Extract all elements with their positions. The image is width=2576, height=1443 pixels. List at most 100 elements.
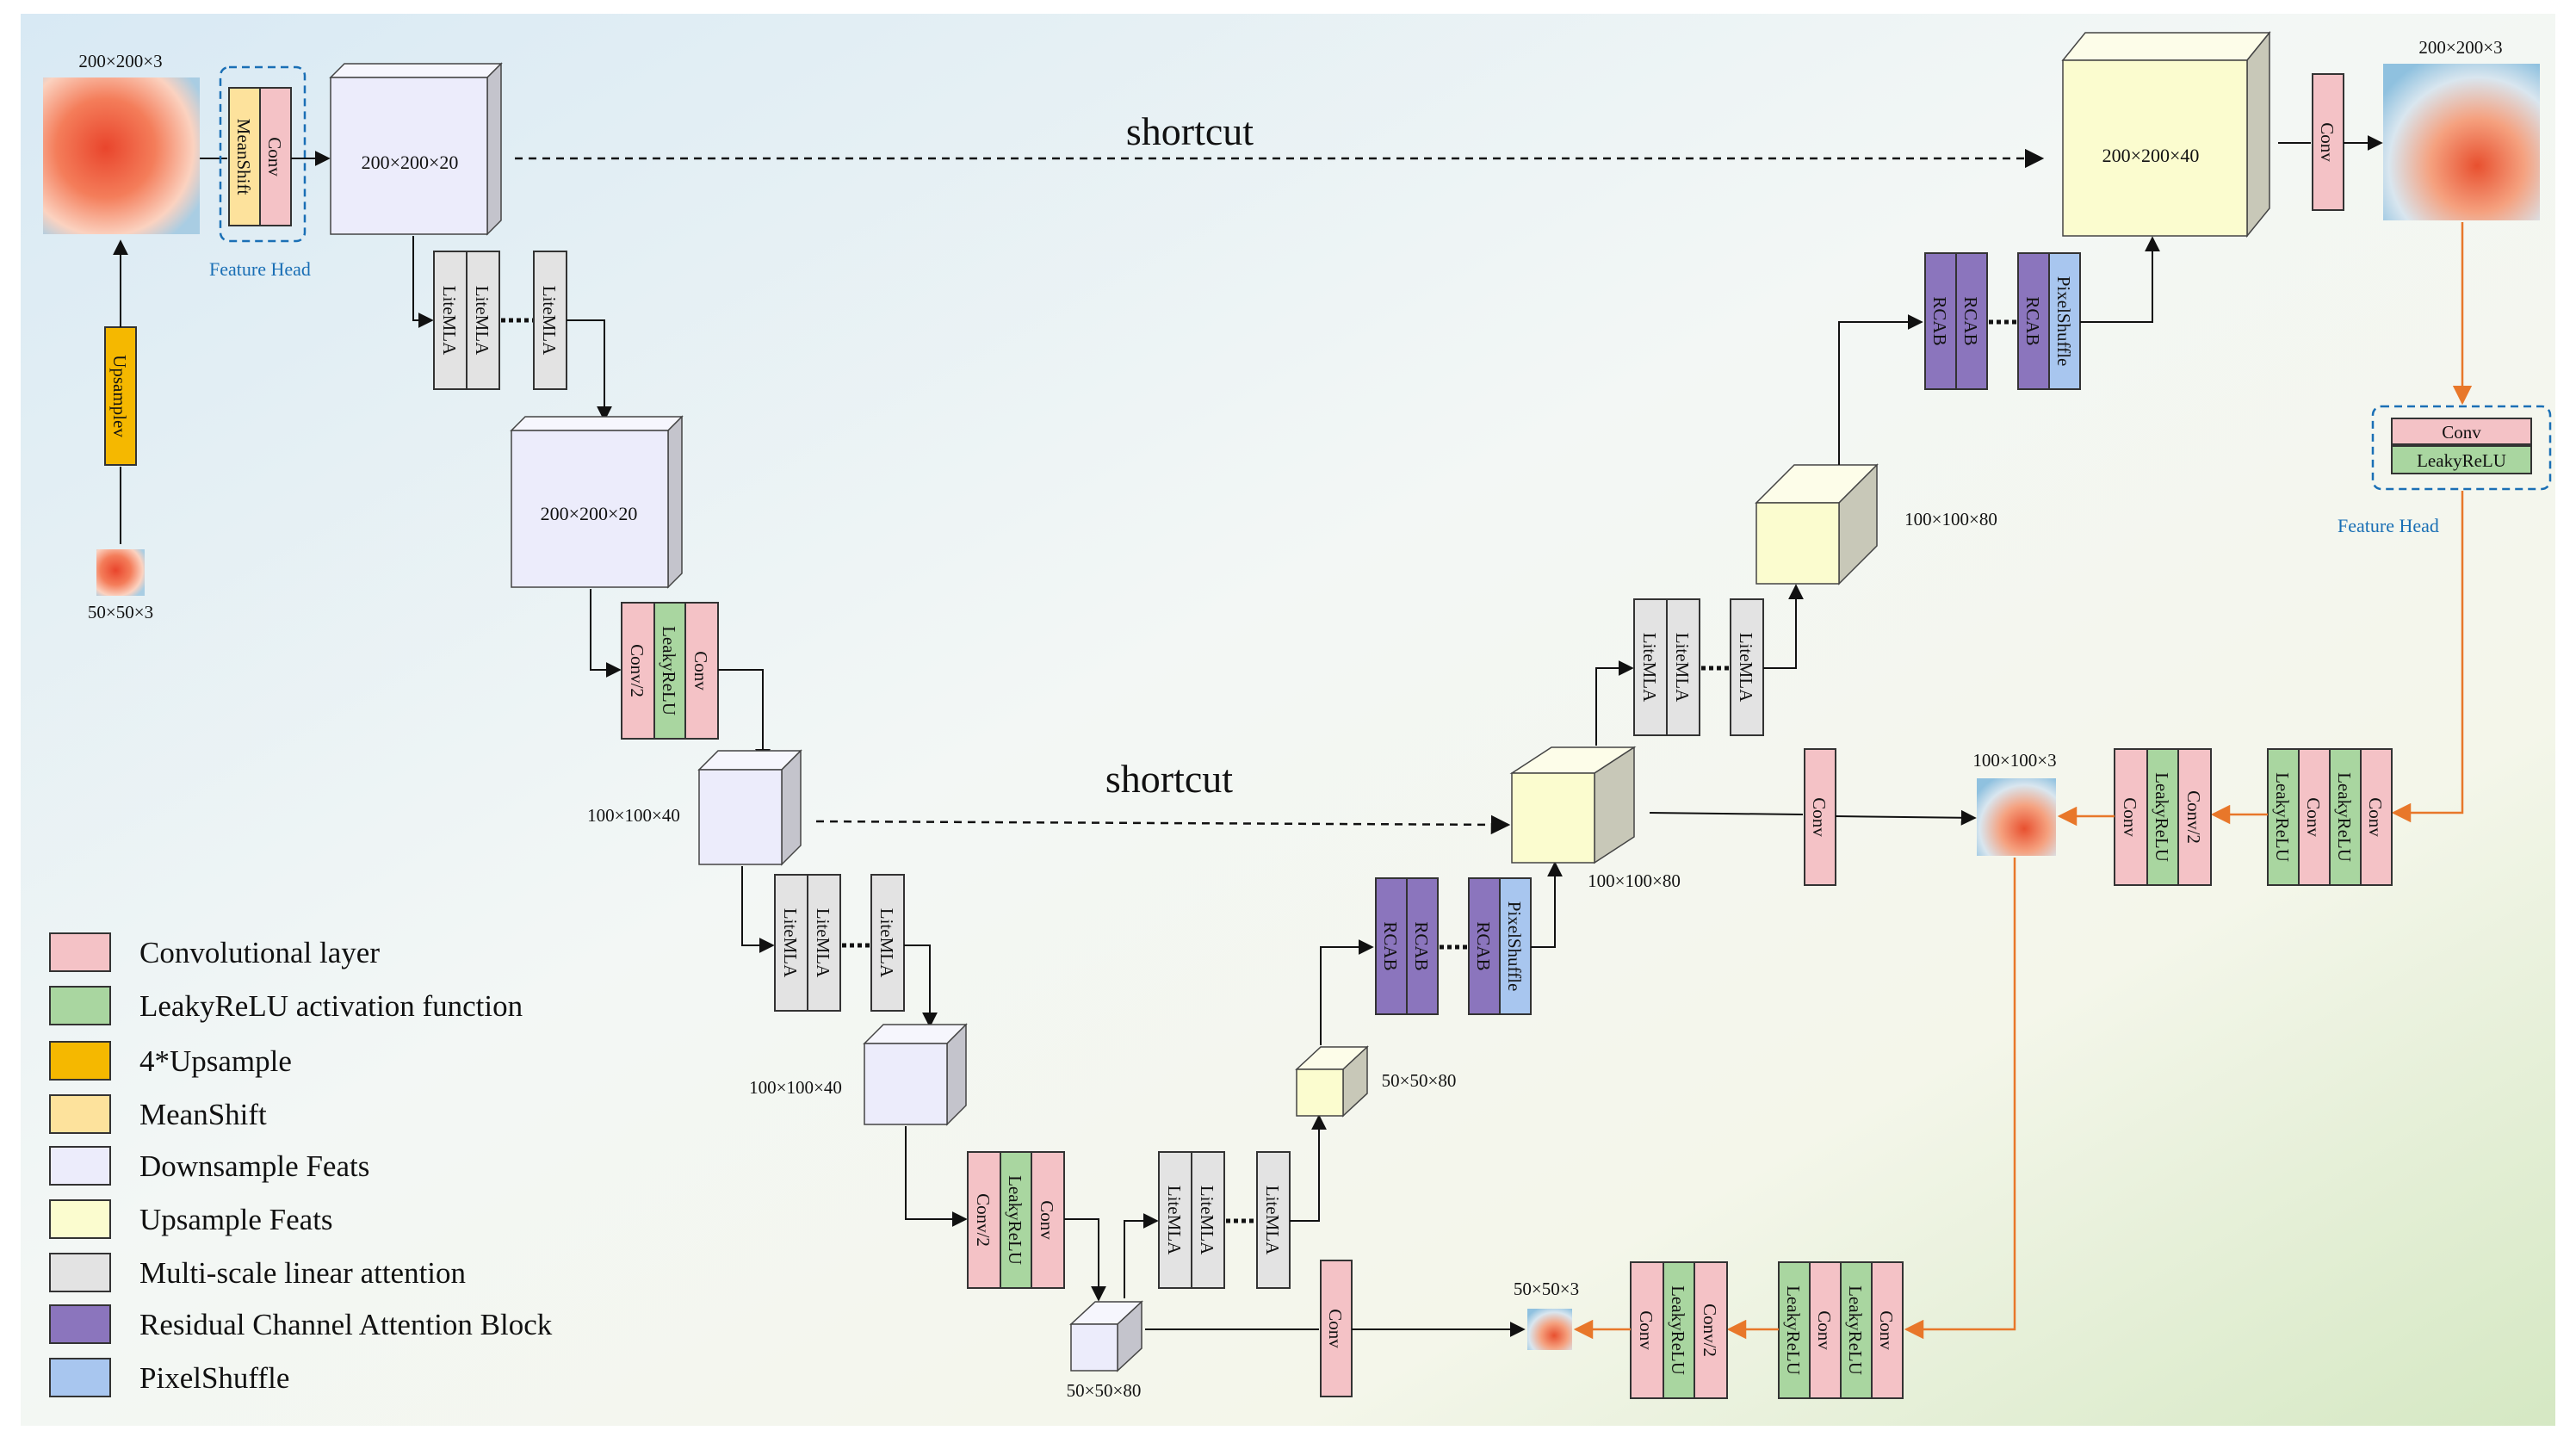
- feature-head-box-right: [2371, 405, 2552, 491]
- pixelshuffle-swatch: [49, 1358, 111, 1397]
- output-100-dim-label: 100×100×3: [1972, 750, 2056, 771]
- conv2-label: Conv/2: [627, 644, 647, 697]
- legend-label: 4*Upsample: [139, 1044, 292, 1078]
- leakyrelu-label: LeakyReLU: [1668, 1285, 1688, 1375]
- rcab-label: RCAB: [1473, 921, 1494, 970]
- conv2-block: [2177, 748, 2212, 886]
- orange-arrow-line: [2391, 491, 2464, 823]
- arrow-line: [1320, 939, 1374, 1045]
- output-image-100: [1977, 778, 2056, 856]
- arrow-line: [1064, 1218, 1106, 1302]
- leaky-swatch: [49, 986, 111, 1025]
- litemla-block: [774, 874, 808, 1012]
- leakyrelu-block: [653, 602, 686, 740]
- conv2-label: Conv/2: [1700, 1304, 1720, 1357]
- conv-label: Conv: [264, 137, 285, 177]
- arrow-line: [412, 236, 434, 328]
- arrow-line: [718, 669, 771, 765]
- litemla-block: [1666, 598, 1700, 736]
- rcab-label: RCAB: [1411, 921, 1432, 970]
- legend-label: MeanShift: [139, 1098, 267, 1131]
- upsample-block: [104, 326, 137, 466]
- legend-label: Residual Channel Attention Block: [139, 1308, 553, 1341]
- legend-label: Upsample Feats: [139, 1203, 333, 1236]
- conv-label: Conv: [1814, 1310, 1835, 1350]
- output-200-dim-label: 200×200×3: [2418, 37, 2502, 58]
- mla-swatch: [49, 1253, 111, 1292]
- feature-cube-100x100x80: [1755, 463, 1879, 585]
- conv-label: Conv: [2303, 797, 2324, 837]
- conv-label: Conv: [1037, 1200, 1057, 1240]
- conv2-block: [621, 602, 655, 740]
- arrow-line: [1290, 1114, 1327, 1222]
- arrow-line: [904, 944, 938, 1028]
- leakyrelu-block: [2146, 748, 2179, 886]
- rcab-label: RCAB: [1960, 296, 1981, 345]
- input-image-200: [43, 77, 200, 234]
- litemla-block: [807, 874, 841, 1012]
- arrow-line: [1595, 660, 1634, 746]
- conv-block: [1871, 1261, 1904, 1399]
- cube-label: 200×200×40: [2102, 145, 2200, 166]
- shortcut-label-top: shortcut: [1126, 109, 1254, 153]
- output-50-dim-label: 50×50×3: [1514, 1279, 1579, 1299]
- upsample-swatch: [49, 1041, 111, 1081]
- pixelshuffle-label: PixelShuffle: [1504, 901, 1525, 992]
- arrow-line: [1649, 812, 1804, 815]
- rcab-swatch: [49, 1304, 111, 1344]
- feature-cube-200x200x40: [2061, 30, 2271, 238]
- leakyrelu-label: LeakyReLU: [659, 626, 679, 715]
- leakyrelu-block: [2329, 748, 2362, 886]
- legend-label: PixelShuffle: [139, 1361, 289, 1395]
- litemla-label: LiteMLA: [876, 908, 897, 978]
- leakyrelu-label: LeakyReLU: [2152, 772, 2172, 862]
- rcab-label: RCAB: [1380, 921, 1401, 970]
- leakyrelu-block: [2391, 445, 2532, 474]
- leakyrelu-label: LeakyReLU: [2417, 450, 2506, 471]
- meanshift-swatch: [49, 1094, 111, 1134]
- leakyrelu-label: LeakyReLU: [1845, 1285, 1866, 1375]
- output-image-50: [1527, 1309, 1572, 1350]
- litemla-label: LiteMLA: [1262, 1186, 1283, 1255]
- leakyrelu-label: LeakyReLU: [2272, 772, 2293, 862]
- litemla-label: LiteMLA: [1639, 633, 1660, 703]
- conv-block: [1630, 1261, 1664, 1399]
- rcab-label: RCAB: [2022, 296, 2043, 345]
- litemla-label: LiteMLA: [813, 908, 833, 978]
- conv-label: Conv: [2120, 797, 2140, 837]
- arrow-line: [1838, 314, 1923, 465]
- arrow-line: [905, 1126, 968, 1227]
- conv-block: [2391, 418, 2532, 445]
- feature-cube-100x100x40: [863, 1023, 968, 1126]
- rcab-label: RCAB: [1929, 296, 1950, 345]
- feature-cube-200x200x20-top: [329, 62, 503, 236]
- feature-cube-200x200x20: [510, 415, 684, 589]
- feature-head-label-right: Feature Head: [2338, 515, 2439, 536]
- leakyrelu-block: [1000, 1151, 1032, 1289]
- legend: Convolutional layer LeakyReLU activation…: [49, 932, 553, 1397]
- legend-label: Multi-scale linear attention: [139, 1256, 466, 1290]
- litemla-block: [433, 251, 468, 390]
- litemla-label: LiteMLA: [472, 286, 492, 356]
- leakyrelu-label: LeakyReLU: [1783, 1285, 1804, 1375]
- rcab-block: [1924, 252, 1957, 390]
- litemla-label: LiteMLA: [1197, 1186, 1217, 1255]
- meanshift-label: MeanShift: [233, 119, 254, 195]
- legend-label: Convolutional layer: [139, 936, 380, 969]
- cube-label: 100×100×40: [587, 805, 680, 826]
- leakyrelu-label: LeakyReLU: [2334, 772, 2355, 862]
- rcab-block: [1406, 877, 1439, 1015]
- feature-head-box-left: [219, 65, 307, 243]
- legend-label: Downsample Feats: [139, 1149, 369, 1183]
- arrow-line: [2080, 236, 2160, 323]
- conv-block: [684, 602, 719, 740]
- rcab-block: [1955, 252, 1988, 390]
- pixelshuffle-label: PixelShuffle: [2053, 276, 2074, 367]
- orange-arrow-line: [1904, 858, 2016, 1340]
- leakyrelu-block: [2267, 748, 2300, 886]
- conv-block: [2312, 73, 2344, 211]
- conv-label: Conv: [2317, 122, 2338, 162]
- input-small-dim-label: 50×50×3: [88, 602, 153, 622]
- litemla-block: [1158, 1151, 1192, 1289]
- upsamplefeat-swatch: [49, 1199, 111, 1239]
